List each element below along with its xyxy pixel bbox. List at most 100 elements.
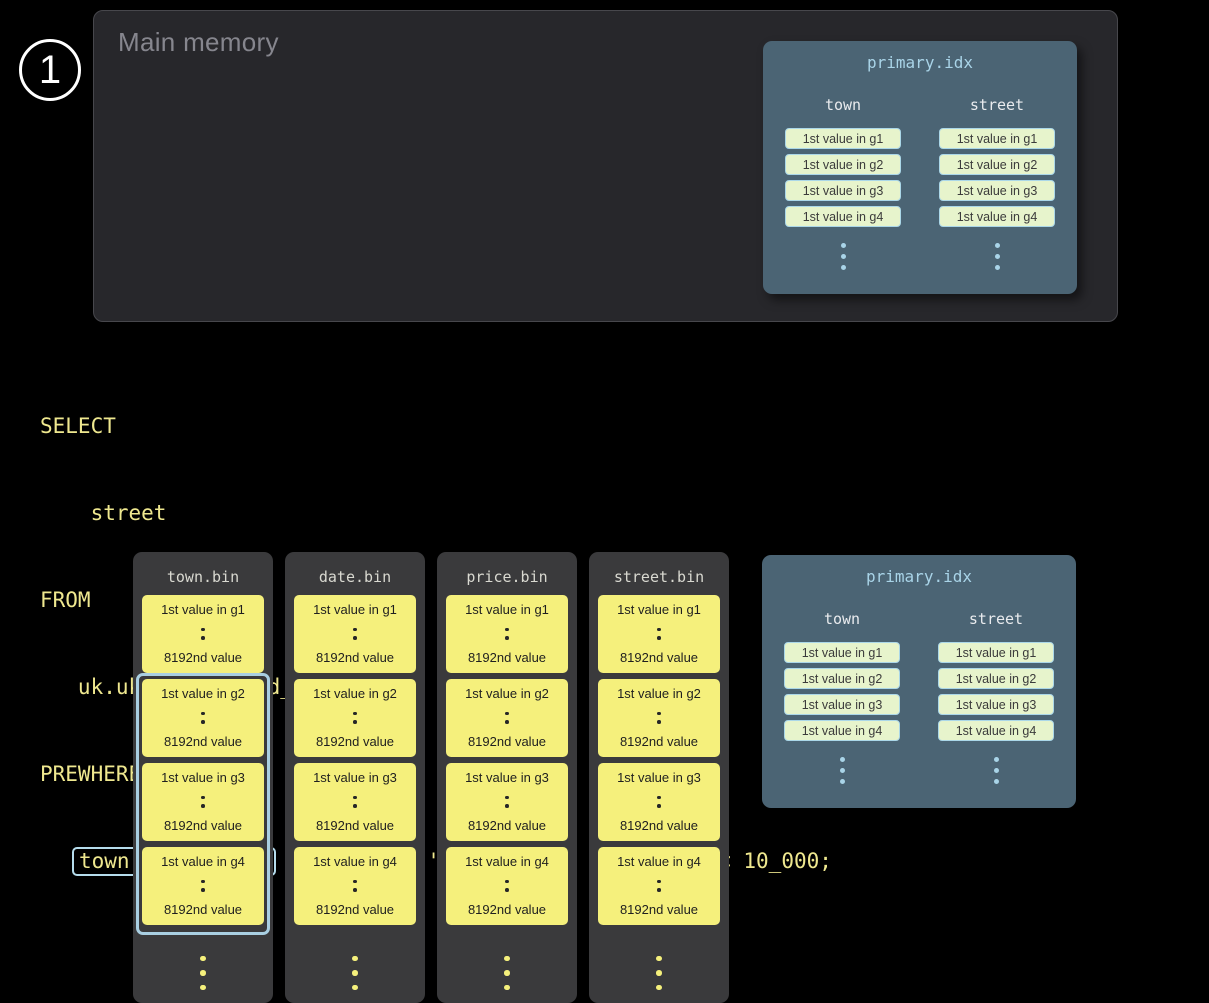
bin-title: date.bin <box>285 552 425 586</box>
index-cell: 1st value in g3 <box>938 694 1054 715</box>
ellipsis-icon <box>201 796 205 808</box>
index-cell: 1st value in g2 <box>785 154 901 175</box>
granule-block: 1st value in g4 8192nd value <box>142 847 264 925</box>
ellipsis-icon <box>353 880 357 892</box>
ellipsis-icon <box>505 628 509 640</box>
granule-last-value: 8192nd value <box>620 818 698 833</box>
index-cell: 1st value in g4 <box>939 206 1055 227</box>
ellipsis-icon <box>589 956 729 991</box>
granule-list: 1st value in g1 8192nd value 1st value i… <box>446 595 568 925</box>
sql-line-street: street <box>40 499 832 528</box>
index-column-header: street <box>969 610 1023 628</box>
granule-last-value: 8192nd value <box>468 902 546 917</box>
granule-first-value: 1st value in g1 <box>313 602 397 617</box>
granule-last-value: 8192nd value <box>316 650 394 665</box>
granule-last-value: 8192nd value <box>316 902 394 917</box>
ellipsis-icon <box>201 880 205 892</box>
index-cell: 1st value in g3 <box>939 180 1055 201</box>
granule-first-value: 1st value in g2 <box>161 686 245 701</box>
step-number: 1 <box>39 48 61 93</box>
granule-first-value: 1st value in g2 <box>313 686 397 701</box>
index-cell-list: 1st value in g1 1st value in g2 1st valu… <box>939 128 1055 227</box>
granule-block: 1st value in g2 8192nd value <box>598 679 720 757</box>
ellipsis-icon <box>201 712 205 724</box>
index-cell: 1st value in g2 <box>784 668 900 689</box>
ellipsis-icon <box>133 956 273 991</box>
sql-line-select: SELECT <box>40 412 832 441</box>
granule-last-value: 8192nd value <box>620 734 698 749</box>
granule-block: 1st value in g4 8192nd value <box>598 847 720 925</box>
granule-first-value: 1st value in g3 <box>617 770 701 785</box>
index-cell: 1st value in g2 <box>938 668 1054 689</box>
granule-block: 1st value in g1 8192nd value <box>598 595 720 673</box>
granule-last-value: 8192nd value <box>316 818 394 833</box>
granule-block: 1st value in g4 8192nd value <box>446 847 568 925</box>
granule-last-value: 8192nd value <box>620 902 698 917</box>
ellipsis-icon <box>657 712 661 724</box>
ellipsis-icon <box>657 628 661 640</box>
granule-last-value: 8192nd value <box>164 902 242 917</box>
index-column-street: street 1st value in g1 1st value in g2 1… <box>938 610 1054 784</box>
ellipsis-icon <box>657 796 661 808</box>
index-cell-list: 1st value in g1 1st value in g2 1st valu… <box>785 128 901 227</box>
ellipsis-icon <box>353 796 357 808</box>
primary-index-title: primary.idx <box>763 41 1077 72</box>
primary-index-panel-disk: primary.idx town 1st value in g1 1st val… <box>762 555 1076 808</box>
granule-last-value: 8192nd value <box>164 650 242 665</box>
granule-list: 1st value in g1 8192nd value 1st value i… <box>142 595 264 925</box>
granule-first-value: 1st value in g3 <box>465 770 549 785</box>
index-cell: 1st value in g1 <box>938 642 1054 663</box>
granule-last-value: 8192nd value <box>468 734 546 749</box>
granule-last-value: 8192nd value <box>164 734 242 749</box>
bin-panel-date: date.bin 1st value in g1 8192nd value 1s… <box>285 552 425 1003</box>
granule-first-value: 1st value in g3 <box>161 770 245 785</box>
granule-first-value: 1st value in g2 <box>465 686 549 701</box>
granule-last-value: 8192nd value <box>468 650 546 665</box>
bin-panel-street: street.bin 1st value in g1 8192nd value … <box>589 552 729 1003</box>
primary-index-title: primary.idx <box>762 555 1076 586</box>
granule-first-value: 1st value in g2 <box>617 686 701 701</box>
index-column-header: town <box>825 96 861 114</box>
ellipsis-icon <box>437 956 577 991</box>
index-cell: 1st value in g1 <box>784 642 900 663</box>
granule-block: 1st value in g3 8192nd value <box>598 763 720 841</box>
primary-index-panel-memory: primary.idx town 1st value in g1 1st val… <box>763 41 1077 294</box>
ellipsis-icon <box>994 757 999 784</box>
granule-first-value: 1st value in g1 <box>465 602 549 617</box>
granule-block: 1st value in g2 8192nd value <box>446 679 568 757</box>
index-column-street: street 1st value in g1 1st value in g2 1… <box>939 96 1055 270</box>
ellipsis-icon <box>505 796 509 808</box>
index-column-town: town 1st value in g1 1st value in g2 1st… <box>785 96 901 270</box>
granule-first-value: 1st value in g1 <box>161 602 245 617</box>
step-1-badge: 1 <box>19 39 81 101</box>
granule-last-value: 8192nd value <box>620 650 698 665</box>
granule-first-value: 1st value in g1 <box>617 602 701 617</box>
main-memory-label: Main memory <box>118 27 279 58</box>
granule-list: 1st value in g1 8192nd value 1st value i… <box>294 595 416 925</box>
granule-block: 1st value in g4 8192nd value <box>294 847 416 925</box>
ellipsis-icon <box>995 243 1000 270</box>
granule-block: 1st value in g1 8192nd value <box>446 595 568 673</box>
granule-first-value: 1st value in g4 <box>617 854 701 869</box>
index-column-town: town 1st value in g1 1st value in g2 1st… <box>784 610 900 784</box>
granule-first-value: 1st value in g4 <box>465 854 549 869</box>
index-columns: town 1st value in g1 1st value in g2 1st… <box>763 96 1077 270</box>
ellipsis-icon <box>353 628 357 640</box>
index-cell: 1st value in g3 <box>785 180 901 201</box>
ellipsis-icon <box>657 880 661 892</box>
granule-first-value: 1st value in g3 <box>313 770 397 785</box>
ellipsis-icon <box>505 712 509 724</box>
granule-last-value: 8192nd value <box>316 734 394 749</box>
granule-block: 1st value in g1 8192nd value <box>294 595 416 673</box>
index-cell: 1st value in g4 <box>938 720 1054 741</box>
index-cell-list: 1st value in g1 1st value in g2 1st valu… <box>938 642 1054 741</box>
bin-title: street.bin <box>589 552 729 586</box>
index-cell: 1st value in g1 <box>785 128 901 149</box>
index-column-header: street <box>970 96 1024 114</box>
granule-first-value: 1st value in g4 <box>313 854 397 869</box>
index-column-header: town <box>824 610 860 628</box>
granule-block: 1st value in g3 8192nd value <box>294 763 416 841</box>
granule-block: 1st value in g1 8192nd value <box>142 595 264 673</box>
bin-panel-town: town.bin 1st value in g1 8192nd value 1s… <box>133 552 273 1003</box>
granule-last-value: 8192nd value <box>468 818 546 833</box>
